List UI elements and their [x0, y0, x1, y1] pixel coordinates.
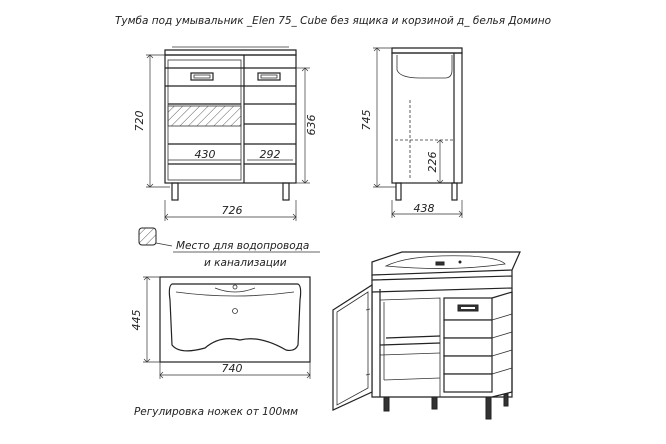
legend-line-2: и канализации — [204, 257, 287, 269]
dim-front-right-width: 292 — [260, 148, 281, 161]
dim-side-depth: 438 — [414, 202, 435, 215]
plumbing-area-hatch — [167, 105, 242, 127]
dim-front-inner-height: 636 — [305, 115, 318, 136]
cabinet-front-body — [164, 54, 297, 184]
dim-top-depth: 445 — [130, 310, 143, 331]
dim-side-height: 745 — [360, 110, 373, 131]
handle-icon — [190, 72, 214, 81]
dim-side-shelf-height: 226 — [426, 152, 439, 173]
cabinet-side-body — [391, 52, 463, 184]
basin-top-outline — [159, 276, 311, 363]
dim-front-left-width: 430 — [195, 148, 216, 161]
footer-note: Регулировка ножек от 100мм — [134, 406, 298, 418]
dim-front-total-width: 726 — [222, 204, 243, 217]
dim-front-height: 720 — [133, 111, 146, 132]
legend-hatch-icon — [138, 227, 157, 246]
top-view: 445 740 — [130, 276, 311, 379]
front-view: 720 636 430 292 726 — [133, 46, 318, 221]
side-view: 745 226 438 — [360, 47, 463, 218]
handle-icon — [257, 72, 281, 81]
perspective-view — [332, 251, 521, 420]
legend-line-1: Место для водопровода — [176, 240, 309, 252]
legend: Место для водопровода и канализации — [138, 227, 320, 269]
drawing-title: Тумба под умывальник _Elen 75_ Cube без … — [115, 15, 551, 27]
open-door — [332, 283, 373, 411]
dim-top-width: 740 — [222, 362, 243, 375]
